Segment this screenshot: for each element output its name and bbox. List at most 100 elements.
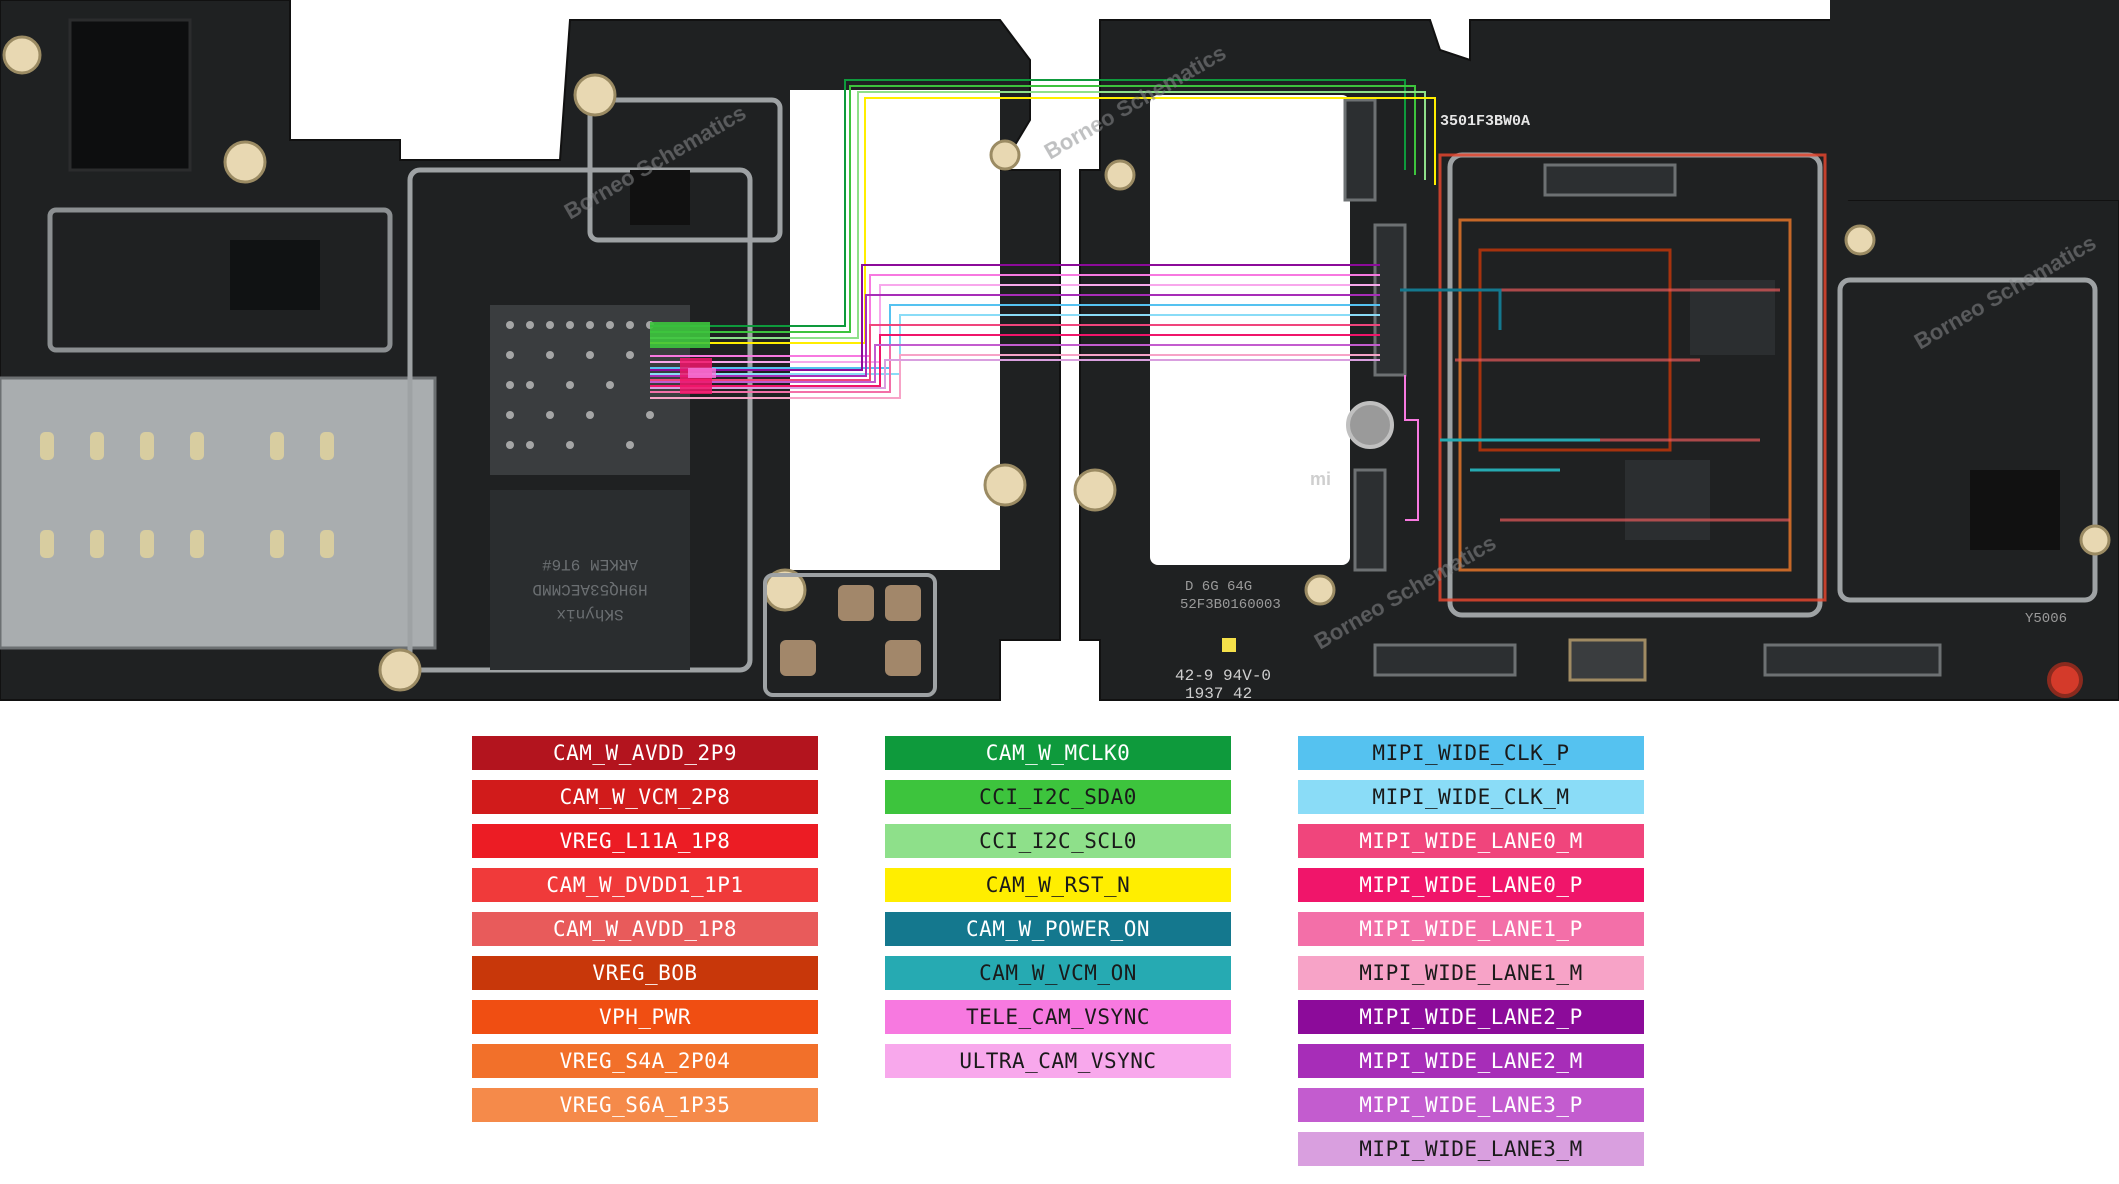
legend-item: MIPI_WIDE_CLK_M bbox=[1298, 780, 1644, 814]
legend-column-3: MIPI_WIDE_CLK_P MIPI_WIDE_CLK_M MIPI_WIDE_… bbox=[1298, 736, 1644, 1176]
right-screw-hole-4 bbox=[1844, 224, 1876, 256]
right-screw-hole-5 bbox=[2079, 524, 2111, 556]
chip-text-3: SKhynix bbox=[556, 605, 623, 623]
legend-item: MIPI_WIDE_LANE0_P bbox=[1298, 868, 1644, 902]
mi-logo: mi bbox=[1310, 469, 1331, 489]
left-rf-shield bbox=[587, 97, 783, 243]
left-bottom-pad-3 bbox=[780, 640, 816, 676]
right-screw-hole-1 bbox=[1073, 468, 1117, 512]
left-board-cutout bbox=[790, 90, 1000, 570]
legend-item: CAM_W_AVDD_1P8 bbox=[472, 912, 818, 946]
legend-item: CAM_W_AVDD_2P9 bbox=[472, 736, 818, 770]
pcb-board-diagram: ARKEM 9T6# H9HQ53AECMMD SKhynix bbox=[0, 0, 2119, 703]
camera-connector-top bbox=[1343, 98, 1377, 202]
left-pmic-chip bbox=[230, 240, 320, 310]
legend-item: MIPI_WIDE_CLK_P bbox=[1298, 736, 1644, 770]
right-rf-chip-1 bbox=[1690, 280, 1775, 355]
left-screw-hole-2 bbox=[573, 73, 617, 117]
yellow-marker bbox=[1222, 638, 1236, 652]
legend-item: VREG_L11A_1P8 bbox=[472, 824, 818, 858]
legend-item: MIPI_WIDE_LANE2_M bbox=[1298, 1044, 1644, 1078]
legend-item: CAM_W_DVDD1_1P1 bbox=[472, 868, 818, 902]
bottom-flex-connector-2 bbox=[1763, 643, 1942, 677]
top-flex-connector bbox=[1543, 163, 1677, 197]
bottom-flex-connector-3 bbox=[1568, 638, 1647, 682]
right-side-shield bbox=[1837, 277, 2098, 603]
camera-connector-side bbox=[1353, 468, 1387, 572]
left-screw-hole-1 bbox=[223, 140, 267, 184]
right-screw-hole-6 bbox=[1346, 401, 1394, 449]
trace-lane0-m bbox=[650, 324, 1380, 381]
emmc-chip bbox=[490, 490, 690, 670]
camera-circuit-highlight bbox=[1400, 153, 1827, 602]
right-rf-chip-2 bbox=[1625, 460, 1710, 540]
sim-contact-pins bbox=[40, 432, 334, 558]
left-rf-chip bbox=[630, 170, 690, 225]
trace-mclk bbox=[650, 79, 1406, 327]
legend-item: CAM_W_MCLK0 bbox=[885, 736, 1231, 770]
trace-scl bbox=[650, 91, 1426, 339]
left-shield-frame bbox=[47, 207, 393, 353]
trace-vsync-2 bbox=[650, 284, 1380, 363]
trace-lane0-p bbox=[650, 334, 1380, 387]
right-board: 3501F3BW0A mi D 6G 64G 52F3B0160003 42-9… bbox=[1073, 0, 2119, 703]
right-top-right-block bbox=[1830, 0, 2119, 200]
legend-item: CAM_W_POWER_ON bbox=[885, 912, 1231, 946]
left-bottom-module bbox=[763, 573, 937, 697]
right-side-chip bbox=[1970, 470, 2060, 550]
left-board: ARKEM 9T6# H9HQ53AECMMD SKhynix bbox=[0, 0, 1061, 701]
legend-item: VREG_BOB bbox=[472, 956, 818, 990]
legend-item: MIPI_WIDE_LANE3_P bbox=[1298, 1088, 1644, 1122]
soc-bga-balls bbox=[506, 321, 654, 449]
board-code-2: 52F3B0160003 bbox=[1180, 597, 1281, 613]
left-screw-hole-5 bbox=[2, 35, 42, 75]
legend-item: CCI_I2C_SCL0 bbox=[885, 824, 1231, 858]
soc-pad-highlights bbox=[650, 322, 716, 394]
trace-rst bbox=[650, 97, 1436, 344]
corner-code: Y5006 bbox=[2025, 611, 2067, 627]
legend-item: MIPI_WIDE_LANE1_P bbox=[1298, 912, 1644, 946]
legend-item: VPH_PWR bbox=[472, 1000, 818, 1034]
left-screw-hole-3 bbox=[378, 648, 422, 692]
bottom-flex-connector-1 bbox=[1373, 643, 1517, 677]
legend-item: MIPI_WIDE_LANE1_M bbox=[1298, 956, 1644, 990]
trace-lane3-p bbox=[650, 344, 1380, 383]
signal-traces bbox=[650, 79, 1436, 521]
left-sim-tray bbox=[0, 376, 437, 650]
legend-item: CCI_I2C_SDA0 bbox=[885, 780, 1231, 814]
right-screw-hole-2 bbox=[1104, 159, 1136, 191]
right-screw-hole-3 bbox=[1304, 574, 1336, 606]
trace-lane2-m bbox=[650, 294, 1380, 377]
camera-connector-main bbox=[1373, 223, 1407, 377]
red-status-led bbox=[2047, 662, 2083, 698]
date-code: 42-9 94V-0 bbox=[1175, 667, 1271, 685]
left-bottom-pad-4 bbox=[885, 640, 921, 676]
board-code-1: D 6G 64G bbox=[1185, 579, 1252, 595]
left-screw-hole-6 bbox=[989, 139, 1021, 171]
date-code-2: 1937 42 bbox=[1185, 685, 1252, 703]
part-code: 3501F3BW0A bbox=[1440, 113, 1530, 130]
legend-item: MIPI_WIDE_LANE2_P bbox=[1298, 1000, 1644, 1034]
trace-lane3-m bbox=[650, 359, 1380, 389]
left-bottom-pad-2 bbox=[885, 585, 921, 621]
legend-item: ULTRA_CAM_VSYNC bbox=[885, 1044, 1231, 1078]
trace-sda bbox=[650, 85, 1416, 333]
legend-item: MIPI_WIDE_LANE0_M bbox=[1298, 824, 1644, 858]
chip-text-2: H9HQ53AECMMD bbox=[532, 580, 647, 598]
legend-item: MIPI_WIDE_LANE3_M bbox=[1298, 1132, 1644, 1166]
legend-item: CAM_W_VCM_2P8 bbox=[472, 780, 818, 814]
left-screw-hole-7 bbox=[983, 463, 1027, 507]
legend-item: VREG_S6A_1P35 bbox=[472, 1088, 818, 1122]
left-bottom-pad-1 bbox=[838, 585, 874, 621]
trace-clk-p bbox=[650, 304, 1380, 369]
legend-item: CAM_W_RST_N bbox=[885, 868, 1231, 902]
right-board-cutout bbox=[1150, 95, 1350, 565]
legend-item: VREG_S4A_2P04 bbox=[472, 1044, 818, 1078]
trace-vsync-connector bbox=[1404, 375, 1419, 521]
chip-text-1: ARKEM 9T6# bbox=[542, 555, 638, 573]
trace-vsync-1 bbox=[650, 274, 1380, 357]
trace-lane2-p bbox=[650, 264, 1380, 371]
legend-item: TELE_CAM_VSYNC bbox=[885, 1000, 1231, 1034]
